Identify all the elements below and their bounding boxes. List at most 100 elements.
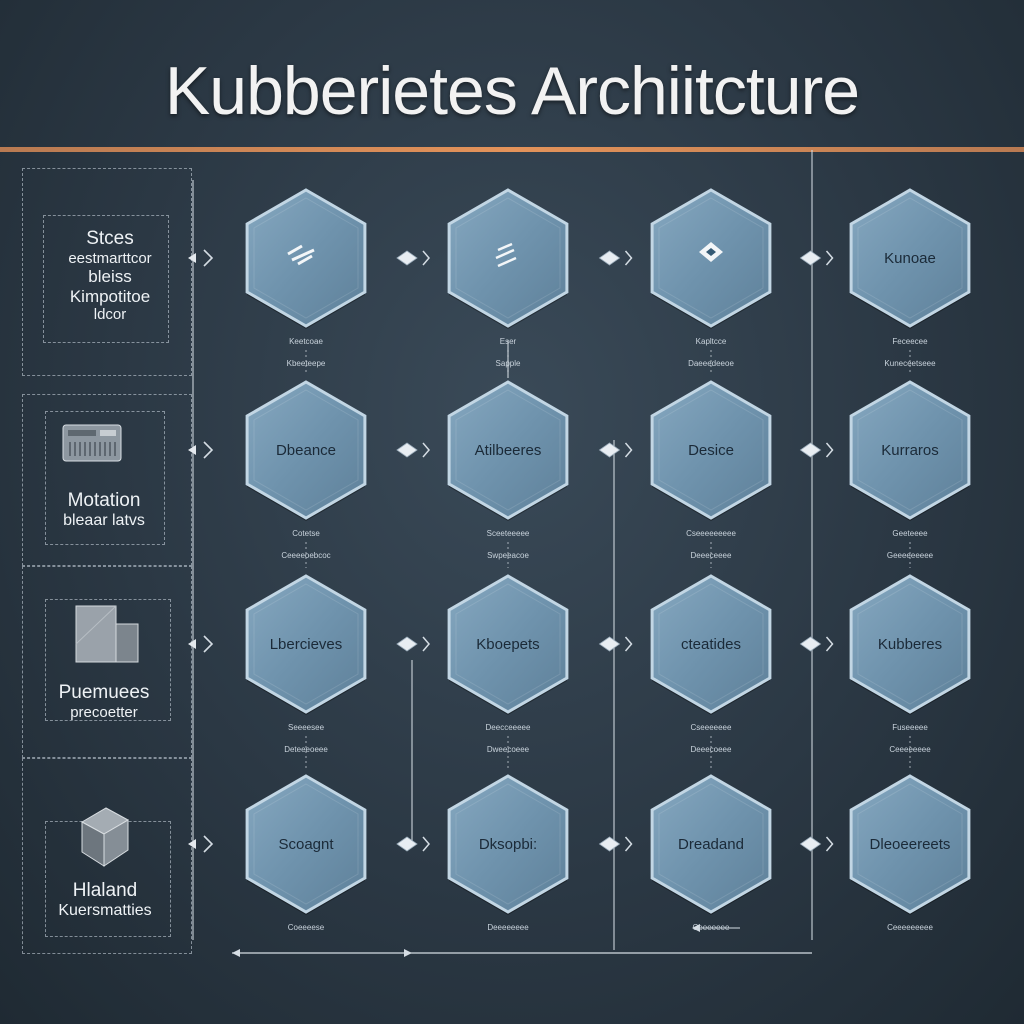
hex-shape xyxy=(447,188,569,328)
connector-node-r3-c1 xyxy=(396,636,418,652)
server-rack-icon xyxy=(62,424,124,464)
entry-chevron-row-3 xyxy=(203,635,214,653)
connector-chevron-r3-c3 xyxy=(825,636,834,652)
arrow-head-caption xyxy=(692,924,700,932)
hex-node-r4-c2[interactable]: Dksopbi: xyxy=(447,774,569,915)
hex-label: Dreadand xyxy=(678,836,744,853)
node-caption-r3-c3-2: Deeecoeee xyxy=(691,745,732,754)
node-caption-r1-c2-1: Eser xyxy=(500,337,517,346)
hex-shape xyxy=(849,380,971,520)
connector-chevron-r2-c3 xyxy=(825,442,834,458)
hex-label: Atilbeeres xyxy=(475,442,542,459)
node-caption-r1-c3-2: Daeeedeeoe xyxy=(688,359,734,368)
hex-node-r2-c2[interactable]: Atilbeeres xyxy=(447,380,569,521)
side-panel-1-line-1: Stces xyxy=(86,228,134,249)
node-caption-r1-c1-2: Kbeeteepe xyxy=(287,359,326,368)
hex-inner-ring xyxy=(658,583,764,705)
hex-node-r1-c2[interactable] xyxy=(447,188,569,329)
hex-node-r4-c4[interactable]: Dleoeereets xyxy=(849,774,971,915)
hex-label: cteatides xyxy=(681,636,741,653)
hex-node-r2-c3[interactable]: Desice xyxy=(650,380,772,521)
side-panel-1-line-4: Kimpotitoe xyxy=(69,286,151,306)
side-panel-1-line-2: eestmarttcor xyxy=(68,249,152,267)
connector-node-r4-c2 xyxy=(598,836,621,852)
connector-chevron-r4-c1 xyxy=(422,836,430,852)
node-caption-r3-c1-1: Seeeesee xyxy=(288,723,325,732)
hex-shape xyxy=(245,380,367,520)
arrow-head-left xyxy=(232,949,240,957)
hex-node-r2-c4[interactable]: Kurraros xyxy=(849,380,971,521)
hex-shape xyxy=(849,774,971,914)
entry-diamond-row-3 xyxy=(188,639,196,649)
hex-node-r1-c3[interactable] xyxy=(650,188,772,329)
hex-shape xyxy=(447,380,569,520)
side-panel-2-line-2: bleaar latvs xyxy=(63,511,145,529)
entry-chevron-row-1 xyxy=(203,249,214,267)
side-panel-4-line-2: Kuersmatties xyxy=(58,901,152,919)
node-caption-r2-c2-1: Sceeteeeee xyxy=(487,529,530,538)
node-caption-r3-c3-1: Cseeeeeee xyxy=(691,723,732,732)
connector-node-r1-c3 xyxy=(799,250,822,266)
hex-shape xyxy=(849,188,971,328)
node-caption-r2-c3-2: Deeeceeee xyxy=(691,551,732,560)
side-panel-2-inner xyxy=(45,411,165,545)
side-panel-2 xyxy=(22,394,192,566)
connector-node-r4-c3 xyxy=(799,836,822,852)
side-panel-3-line-2: precoetter xyxy=(70,703,138,721)
node-caption-r4-c2-1: Deeeeeeee xyxy=(487,923,529,932)
hex-inner-ring xyxy=(658,783,764,905)
node-caption-r1-c1-1: Keetcoae xyxy=(289,337,323,346)
node-caption-r2-c4-1: Geeteeee xyxy=(892,529,928,538)
entry-diamond-row-2 xyxy=(188,445,196,455)
hex-node-r1-c4[interactable]: Kunoae xyxy=(849,188,971,329)
hex-node-r3-c3[interactable]: cteatides xyxy=(650,574,772,715)
hex-node-r2-c1[interactable]: Dbeance xyxy=(245,380,367,521)
side-panel-1 xyxy=(22,168,192,376)
hex-inner-ring xyxy=(253,389,359,511)
side-panel-4-text: Hlaland Kuersmatties xyxy=(30,880,180,920)
diamond-icon-core xyxy=(706,248,716,256)
side-panel-1-text: Stces eestmarttcor bleiss Kimpotitoe ldc… xyxy=(40,228,180,323)
hex-node-r3-c2[interactable]: Kboepets xyxy=(447,574,569,715)
hex-label: Kunoae xyxy=(884,250,936,267)
hex-node-r3-c4[interactable]: Kubberes xyxy=(849,574,971,715)
node-caption-r2-c1-2: Ceeeeoebcoc xyxy=(281,551,330,560)
hex-inner-ring xyxy=(857,197,963,319)
diagram-title: Kubberietes Archiitcture xyxy=(164,53,860,129)
connector-chevron-r3-c2 xyxy=(624,636,633,652)
connector-chevron-r1-c1 xyxy=(422,250,430,266)
hex-node-r1-c1[interactable] xyxy=(245,188,367,329)
hex-label: Kubberes xyxy=(878,636,942,653)
side-panel-1-line-5: ldcor xyxy=(93,306,127,324)
node-caption-r3-c2-1: Deecceeeee xyxy=(486,723,531,732)
cube-icon xyxy=(76,804,132,868)
hex-node-r4-c1[interactable]: Scoagnt xyxy=(245,774,367,915)
hex-inner-ring xyxy=(857,389,963,511)
node-caption-r3-c1-2: Deteeeoeee xyxy=(284,745,328,754)
side-panel-3 xyxy=(22,566,192,758)
node-caption-r3-c2-2: Dweecoeee xyxy=(487,745,530,754)
hex-label: Dbeance xyxy=(276,442,336,459)
hex-inner-ring xyxy=(253,583,359,705)
hex-inner-ring xyxy=(857,583,963,705)
hex-inner-ring xyxy=(658,197,764,319)
hex-shape xyxy=(447,774,569,914)
connector-node-r2-c1 xyxy=(396,442,418,458)
hex-label: Scoagnt xyxy=(278,836,334,853)
node-caption-r3-c4-2: Ceeeeeeee xyxy=(889,745,931,754)
hex-inner-ring xyxy=(253,783,359,905)
node-caption-r4-c1-1: Coeeeese xyxy=(288,923,325,932)
hex-label: Kurraros xyxy=(881,442,939,459)
entry-diamond-row-1 xyxy=(188,253,196,263)
entry-diamond-row-4 xyxy=(188,839,196,849)
connector-chevron-r2-c2 xyxy=(624,442,633,458)
node-caption-r2-c2-2: Swpeeacoe xyxy=(487,551,529,560)
side-panel-1-inner xyxy=(43,215,169,343)
connector-node-r2-c2 xyxy=(598,442,621,458)
hex-node-r4-c3[interactable]: Dreadand xyxy=(650,774,772,915)
lines-icon xyxy=(495,242,517,268)
hex-shape xyxy=(447,574,569,714)
hex-node-r3-c1[interactable]: Lbercieves xyxy=(245,574,367,715)
connector-node-r2-c3 xyxy=(799,442,822,458)
node-caption-r1-c2-2: Sapple xyxy=(496,359,521,368)
